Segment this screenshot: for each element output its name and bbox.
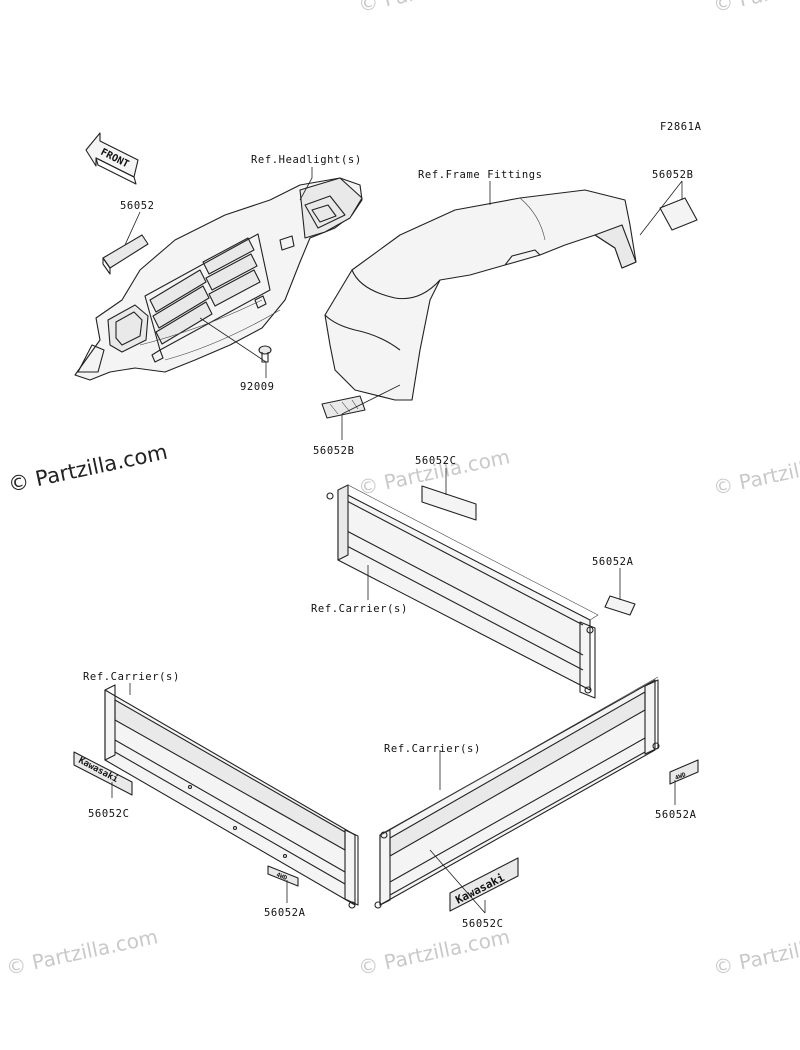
headlight-cowl	[74, 177, 363, 381]
carrier-gate-middle	[326, 484, 599, 699]
fourwd-decal-text: 4WD	[674, 771, 687, 782]
decal-4wd-right: 4WD	[669, 759, 699, 785]
label-part-56052C-center: 56052C	[415, 455, 457, 467]
part-56052-small-bracket	[102, 234, 149, 275]
label-ref-headlight: Ref.Headlight(s)	[251, 154, 362, 166]
label-ref-carrier-right: Ref.Carrier(s)	[384, 743, 481, 755]
label-part-56052A-lower-left: 56052A	[264, 907, 306, 919]
rear-fender	[324, 189, 637, 401]
label-ref-frame-fittings: Ref.Frame Fittings	[418, 169, 543, 181]
label-part-56052C-lower-right: 56052C	[462, 918, 504, 930]
watermark-text: © Partzilla.com	[4, 924, 160, 980]
callout-labels: Ref.Headlight(s) Ref.Frame Fittings 5605…	[83, 154, 697, 930]
label-ref-carrier-middle: Ref.Carrier(s)	[311, 603, 408, 615]
watermark-text: © Partzilla.com	[711, 0, 800, 17]
front-arrow-icon: FRONT	[85, 132, 139, 185]
leader-lines	[111, 167, 683, 914]
carrier-gate-right	[374, 676, 660, 909]
watermark-text: © Partzilla.com	[711, 924, 800, 980]
carrier-gate-left	[104, 684, 359, 909]
label-part-56052C-left: 56052C	[88, 808, 130, 820]
decal-56052B-top	[659, 197, 698, 231]
decal-56052A-right	[604, 595, 636, 616]
watermark-main-text: © Partzilla.com	[6, 440, 170, 497]
fourwd-decal-text: 4WD	[275, 871, 288, 882]
label-part-56052B-center: 56052B	[313, 445, 355, 457]
label-part-92009: 92009	[240, 381, 275, 393]
label-part-56052B-top: 56052B	[652, 169, 694, 181]
label-part-56052: 56052	[120, 200, 155, 212]
decal-56052C-middle	[421, 485, 477, 521]
watermark-text: © Partzilla.com	[356, 0, 512, 17]
figure-id: F2861A	[660, 121, 702, 133]
decal-4wd-lower-left: 4WD	[267, 865, 299, 887]
label-part-56052A-lower-right: 56052A	[655, 809, 697, 821]
watermark-text: © Partzilla.com	[356, 924, 512, 980]
label-ref-carrier-left: Ref.Carrier(s)	[83, 671, 180, 683]
label-part-56052A-right: 56052A	[592, 556, 634, 568]
screw-92009-icon	[258, 345, 272, 363]
decal-56052B-center	[321, 395, 366, 419]
watermark-text: © Partzilla.com	[711, 444, 800, 500]
grille	[144, 233, 271, 351]
